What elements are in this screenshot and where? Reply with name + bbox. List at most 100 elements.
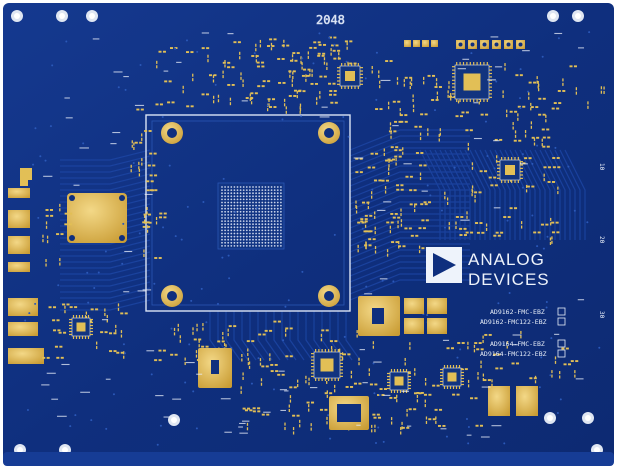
silk-mark <box>80 391 91 393</box>
bga-ball <box>236 201 239 204</box>
smd-pad <box>549 241 552 245</box>
bga-ball <box>230 238 233 241</box>
smd-pad <box>349 62 353 65</box>
bga-ball <box>252 232 254 235</box>
smd-pad <box>409 81 411 85</box>
smd-pad <box>387 158 391 161</box>
smd-pad <box>524 134 527 138</box>
ic-pin <box>476 99 478 102</box>
smd-pad <box>530 106 534 109</box>
ic-pin <box>311 369 314 371</box>
smd-pad <box>537 85 539 89</box>
smd-pad <box>353 382 358 385</box>
smd-pad <box>409 203 413 206</box>
silk-mark <box>137 290 147 292</box>
smd-pad <box>482 373 485 377</box>
smd-pad <box>158 359 162 362</box>
via <box>329 437 332 440</box>
bga-ball <box>239 229 242 232</box>
bga-ball <box>224 223 227 226</box>
silk-mark <box>51 398 59 400</box>
bga-ball <box>267 235 270 238</box>
via <box>521 153 524 156</box>
smd-pad <box>177 323 179 327</box>
ic-pin <box>443 386 446 389</box>
smd-pad <box>479 222 483 224</box>
smd-pad <box>563 363 567 366</box>
smd-pad <box>514 207 518 210</box>
smd-pad <box>435 99 439 101</box>
smd-pad <box>471 162 474 166</box>
ic-pin <box>408 387 411 390</box>
smd-pad <box>476 348 480 351</box>
ic-thermal-pad <box>447 372 457 382</box>
smd-pad <box>467 379 470 383</box>
smd-pad <box>274 363 278 366</box>
smd-pad <box>174 353 178 356</box>
bga-ball <box>230 214 233 216</box>
via <box>381 279 384 282</box>
smd-pad <box>448 226 450 230</box>
smd-pad <box>396 81 399 85</box>
bga-ball <box>230 223 233 226</box>
smd-pad <box>587 105 589 109</box>
via <box>87 301 90 304</box>
silk-mark <box>220 398 231 400</box>
smd-pad <box>421 247 425 250</box>
smd-pad <box>463 227 467 230</box>
via <box>426 184 429 187</box>
via <box>257 357 260 360</box>
bga-ball <box>230 192 233 195</box>
smd-pad <box>364 224 367 228</box>
bga-ball <box>227 229 230 232</box>
smd-pad <box>257 407 261 410</box>
smd-pad <box>248 361 251 365</box>
via <box>429 194 432 197</box>
bga-ball <box>252 217 254 219</box>
bga-ball <box>273 214 276 216</box>
ic-pin <box>452 89 455 92</box>
smd-pad <box>138 166 140 170</box>
trace <box>60 155 151 167</box>
bga-ball <box>270 217 273 219</box>
bga-ball <box>252 238 254 241</box>
silk-mark <box>392 125 399 127</box>
bga-ball <box>233 229 236 232</box>
bga-ball <box>276 186 279 188</box>
smd-pad <box>241 358 243 362</box>
ic-pin <box>311 353 314 355</box>
via <box>202 200 205 203</box>
ic-pin <box>497 171 500 173</box>
smd-pad <box>277 373 281 376</box>
smd-pad <box>402 147 404 151</box>
smd-pad <box>162 349 166 352</box>
bga-ball <box>249 223 251 226</box>
smd-pad <box>224 64 226 68</box>
via <box>174 235 177 238</box>
ic-pin <box>402 369 405 372</box>
bga-ball <box>258 210 261 213</box>
smd-pad <box>400 184 404 187</box>
smd-pad <box>387 101 390 105</box>
smd-pad <box>424 382 427 386</box>
ic-pin <box>440 380 443 383</box>
via <box>373 392 376 395</box>
smd-pad <box>202 323 204 327</box>
smd-pad <box>556 157 560 159</box>
bga-ball <box>276 195 279 198</box>
smd-pad <box>56 319 60 322</box>
ic-pin <box>387 384 390 387</box>
ic-pin <box>321 349 323 352</box>
smd-pad <box>310 427 312 431</box>
bga-ball <box>249 235 251 238</box>
ic-pin <box>78 336 81 339</box>
silk-mark <box>383 394 391 396</box>
via <box>228 277 231 280</box>
smd-pad <box>288 404 290 408</box>
bga-ball <box>230 217 233 219</box>
header-pin <box>431 40 438 47</box>
smd-pad <box>64 223 68 226</box>
bga-ball <box>245 220 248 223</box>
dac-frame <box>145 114 351 312</box>
smd-pad <box>260 378 263 382</box>
